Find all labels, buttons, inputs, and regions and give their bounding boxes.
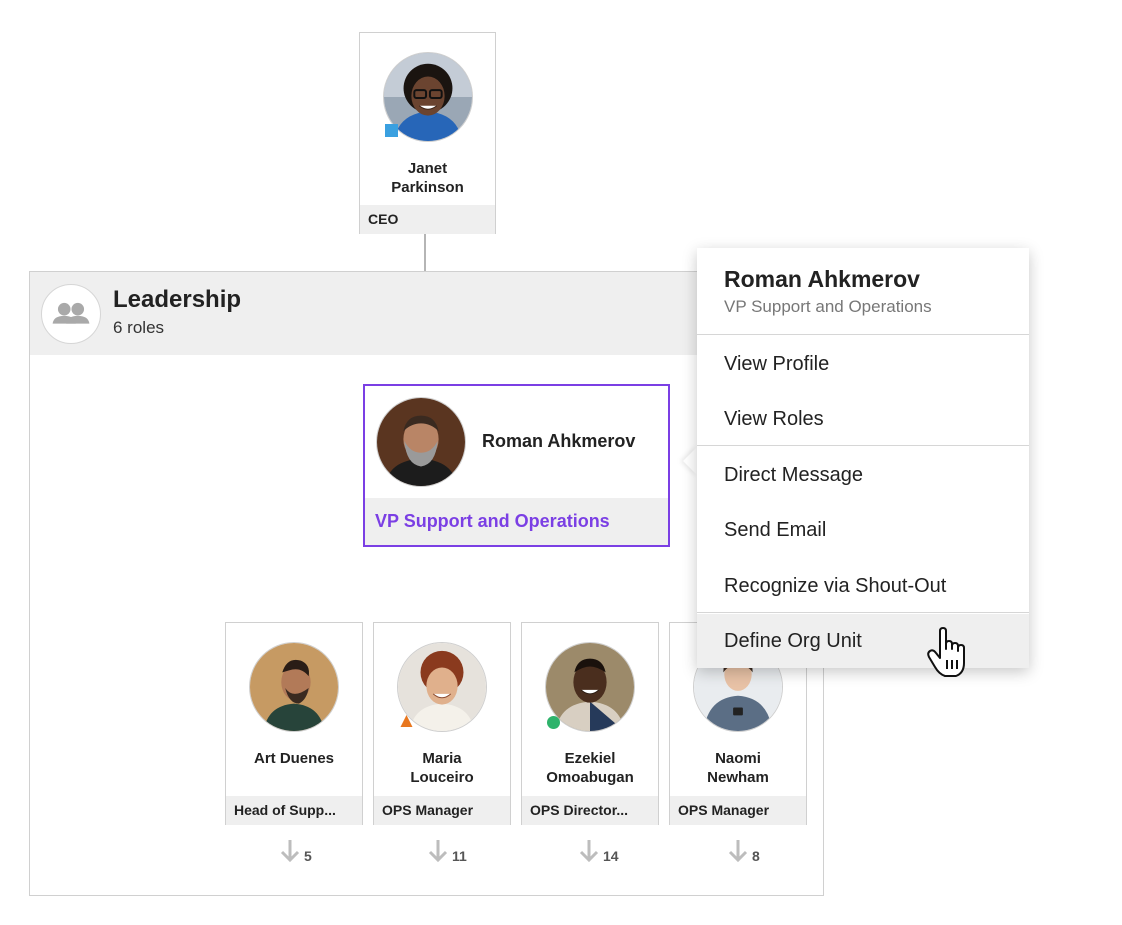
person-photo-icon (546, 643, 634, 731)
menu-item-view-roles[interactable]: View Roles (724, 408, 824, 430)
selected-person-role: VP Support and Operations (365, 498, 668, 545)
person-name: Ezekiel Omoabugan (546, 750, 634, 786)
person-photo-icon (398, 643, 486, 731)
person-role: Head of Supp... (226, 796, 362, 825)
menu-divider (697, 612, 1029, 613)
menu-item-recognize-shout-out[interactable]: Recognize via Shout-Out (724, 575, 947, 597)
reports-number: 14 (603, 848, 619, 864)
menu-item-view-profile[interactable]: View Profile (724, 353, 830, 375)
arrow-down-icon (428, 840, 448, 863)
people-icon (41, 284, 101, 344)
menu-item-define-org-unit[interactable]: Define Org Unit (697, 614, 1029, 668)
person-role: OPS Manager (670, 796, 806, 825)
person-name: Maria Louceiro (410, 750, 474, 786)
ceo-name: Janet Parkinson (391, 160, 464, 196)
person-photo-icon (384, 53, 472, 141)
person-context-menu: Roman Ahkmerov VP Support and Operations… (697, 248, 1029, 668)
menu-item-direct-message[interactable]: Direct Message (724, 464, 863, 486)
person-card[interactable]: Ezekiel Omoabugan OPS Director... (521, 622, 659, 825)
reports-number: 11 (452, 848, 467, 864)
direct-reports-count[interactable]: 8 (727, 836, 760, 864)
person-photo-icon (250, 643, 338, 731)
selected-person-card[interactable]: Roman Ahkmerov VP Support and Operations (363, 384, 670, 547)
direct-reports-count[interactable]: 14 (578, 836, 619, 864)
menu-person-title: VP Support and Operations (724, 297, 932, 316)
menu-person-name: Roman Ahkmerov (724, 266, 920, 292)
group-title: Leadership (113, 286, 242, 313)
person-name: Naomi Newham (707, 750, 769, 786)
person-photo-icon (377, 398, 465, 486)
selected-person-name: Roman Ahkmerov (482, 431, 636, 451)
group-role-count: 6 roles (113, 318, 165, 337)
reports-number: 5 (304, 848, 312, 864)
group-header[interactable]: Leadership 6 roles (30, 272, 823, 355)
menu-divider (697, 334, 1029, 335)
person-card[interactable]: Art Duenes Head of Supp... (225, 622, 363, 825)
avatar[interactable] (249, 642, 339, 732)
avatar[interactable] (545, 642, 635, 732)
menu-pointer (683, 446, 698, 476)
hand-cursor-icon (927, 627, 965, 677)
online-dot-icon (547, 716, 560, 729)
avatar[interactable] (397, 642, 487, 732)
person-card[interactable]: Maria Louceiro OPS Manager (373, 622, 511, 825)
menu-item-send-email[interactable]: Send Email (724, 519, 827, 541)
person-name: Art Duenes (253, 750, 335, 767)
ceo-role: CEO (360, 205, 495, 234)
status-indicator (385, 124, 398, 137)
reports-number: 8 (752, 848, 760, 864)
person-role: OPS Director... (522, 796, 658, 825)
direct-reports-count[interactable]: 11 (427, 836, 467, 864)
ceo-card[interactable]: Janet Parkinson CEO (359, 32, 496, 234)
menu-divider (697, 445, 1029, 446)
arrow-down-icon (728, 840, 748, 863)
avatar[interactable] (376, 397, 466, 487)
direct-reports-count[interactable]: 5 (279, 836, 312, 864)
person-role: OPS Manager (374, 796, 510, 825)
arrow-down-icon (280, 840, 300, 863)
avatar[interactable] (383, 52, 473, 142)
away-triangle-icon (400, 715, 413, 727)
arrow-down-icon (579, 840, 599, 863)
